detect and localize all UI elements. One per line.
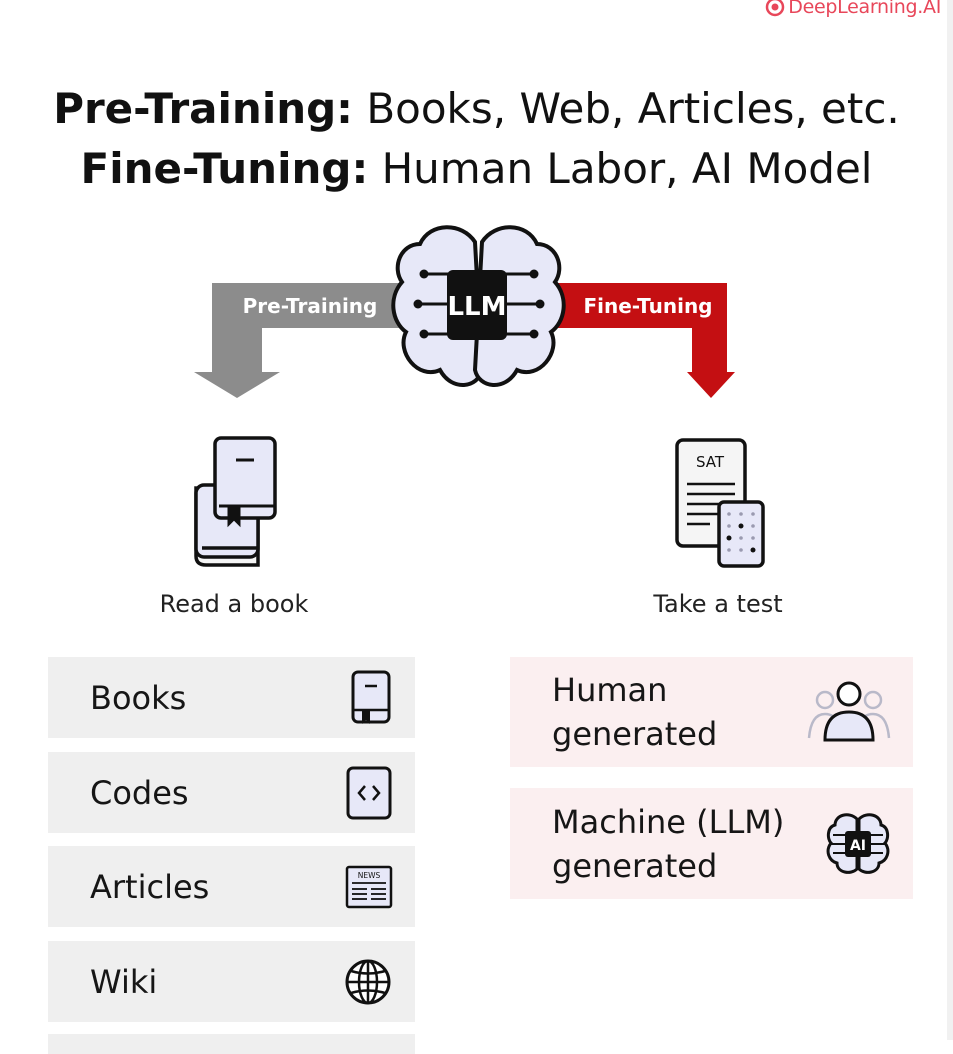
ai-brain-icon: AI: [826, 812, 890, 874]
book-stack-icon: [194, 436, 277, 567]
title-keyword-finetuning: Fine-Tuning:: [80, 144, 369, 193]
ai-brain-icon-text: AI: [850, 838, 866, 854]
title-line-finetuning: Fine-Tuning: Human Labor, AI Model: [0, 144, 953, 194]
brand-logo: DeepLearning.AI: [765, 0, 941, 18]
title-keyword-pretraining: Pre-Training:: [53, 84, 353, 133]
caption-take-a-test: Take a test: [653, 590, 783, 618]
right-edge-strip: [947, 0, 953, 1040]
title-line-pretraining: Pre-Training: Books, Web, Articles, etc.: [0, 84, 953, 134]
globe-icon: [345, 959, 391, 1004]
source-label-articles: Articles: [90, 867, 210, 906]
test-sheet-icon: SAT: [675, 438, 765, 568]
title-text-finetuning: Human Labor, AI Model: [368, 144, 873, 193]
source-label-books: Books: [90, 678, 187, 717]
source-row-articles: Articles NEWS: [48, 846, 415, 927]
source-label-codes: Codes: [90, 773, 189, 812]
deeplearning-logo-icon: [766, 0, 785, 17]
code-icon: [346, 766, 392, 819]
pretraining-arrow-label: Pre-Training: [243, 294, 378, 318]
source-label-machine-generated: Machine (LLM)generated: [552, 802, 785, 885]
source-row-books: Books: [48, 657, 415, 738]
finetuning-arrow: Fine-Tuning: [548, 283, 735, 398]
newspaper-icon: NEWS: [345, 865, 393, 908]
source-row-codes: Codes: [48, 752, 415, 833]
title-text-pretraining: Books, Web, Articles, etc.: [352, 84, 900, 133]
caption-read-a-book: Read a book: [159, 590, 309, 618]
newspaper-icon-text: NEWS: [358, 871, 381, 880]
test-sheet-label: SAT: [696, 453, 725, 471]
source-row-wiki: Wiki: [48, 941, 415, 1022]
source-row-partial: [48, 1034, 415, 1054]
brain-icon: LLM: [391, 225, 566, 387]
llm-training-diagram: Pre-Training Fine-Tuning LLM SAT: [194, 225, 765, 568]
llm-center-label: LLM: [447, 292, 506, 322]
source-label-wiki: Wiki: [90, 962, 158, 1001]
logo-text: DeepLearning.AI: [788, 0, 941, 18]
finetuning-arrow-label: Fine-Tuning: [583, 294, 712, 318]
pretraining-arrow: Pre-Training: [194, 283, 405, 398]
people-icon: [807, 681, 891, 742]
book-icon: [351, 670, 391, 724]
source-row-machine-generated: Machine (LLM)generated AI: [510, 788, 913, 899]
